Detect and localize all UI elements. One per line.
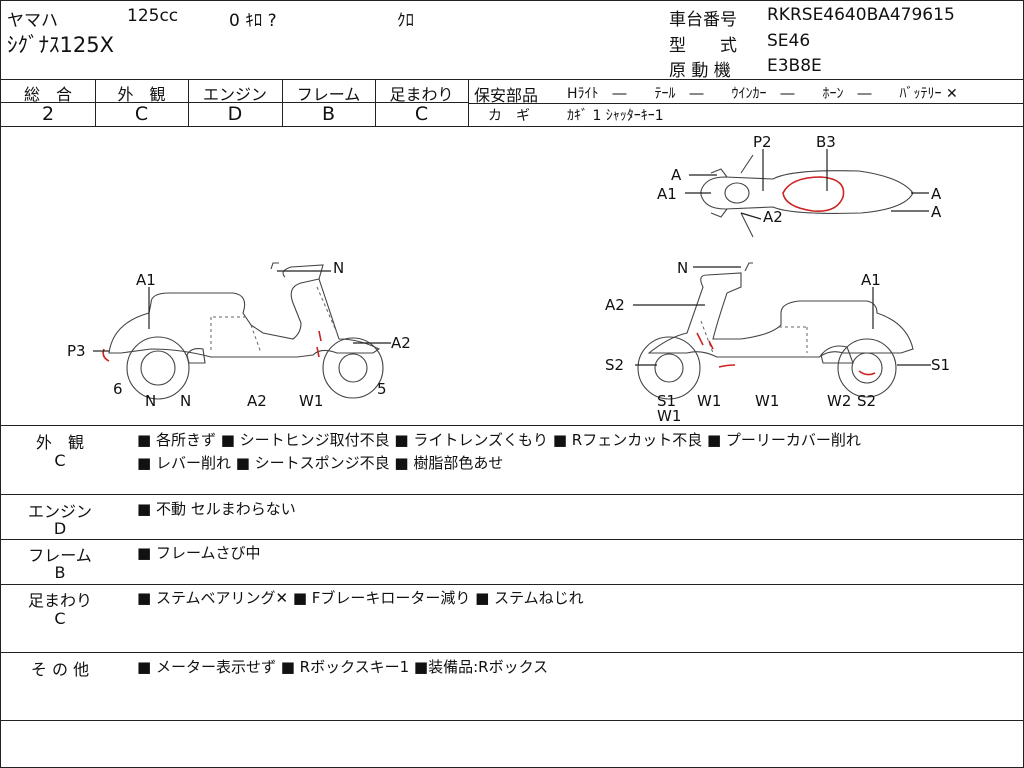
section-engine-note: ■ 不動 セルまわらない	[137, 500, 296, 518]
label-leaders	[93, 149, 931, 366]
diagram-label: W1	[697, 392, 722, 410]
grade-exterior-label: 外 観	[117, 85, 166, 104]
diagram-label: A1	[657, 185, 677, 203]
section-engine-label: エンジン	[27, 502, 92, 521]
section-divider	[1, 720, 1023, 721]
section-exterior-note: ■ 各所きず ■ シートヒンジ取付不良 ■ ライトレンズくもり ■ Rフェンカッ…	[137, 431, 861, 449]
diagram-label: A	[931, 185, 942, 203]
safety-items: Hﾗｲﾄ ― ﾃｰﾙ ― ｳｲﾝｶｰ ― ﾎｰﾝ ― ﾊﾞｯﾃﾘｰ ✕	[567, 86, 958, 102]
damage-diagram	[93, 149, 931, 400]
diagram-label: 5	[377, 380, 387, 398]
grade-divider	[375, 80, 376, 126]
section-other-note: ■ メーター表示せず ■ Rボックスキー1 ■装備品:Rボックス	[137, 658, 549, 676]
diagram-label: A2	[763, 208, 783, 226]
mileage: 0 ｷﾛ ?	[229, 11, 277, 31]
grade-divider	[282, 80, 283, 126]
diagram-label: S2	[605, 356, 625, 374]
engine-label: 原 動 機	[669, 61, 731, 81]
header: ヤマハ 125cc 0 ｷﾛ ? ｸﾛ ｼｸﾞﾅｽ125X 車台番号 RKRSE…	[1, 1, 1023, 81]
grade-overall-value: 2	[41, 103, 55, 125]
model-name: ｼｸﾞﾅｽ125X	[7, 33, 114, 57]
type-label: 型 式	[669, 36, 737, 56]
diagram-label: B3	[816, 133, 836, 151]
diagram-label: N	[333, 259, 345, 277]
grade-exterior-value: C	[134, 103, 149, 125]
safety-label: 保安部品	[474, 86, 539, 105]
diagram-label: A2	[391, 334, 411, 352]
diagram-label: N	[145, 392, 157, 410]
diagram-label-layer: A1 P3 6 N N A2 W1 5 A2 N N A2 A1 S2 S1 W…	[1, 127, 1023, 425]
section-divider	[1, 494, 1023, 495]
diagram-label: S1	[657, 392, 677, 410]
grade-engine-value: D	[227, 103, 243, 125]
grade-suspension-value: C	[414, 103, 429, 125]
safety-mid-line	[468, 103, 1023, 104]
maker: ヤマハ	[7, 11, 58, 31]
section-divider	[1, 539, 1023, 540]
diagram-label: A	[931, 203, 942, 221]
section-engine-grade: D	[53, 519, 67, 538]
section-divider	[1, 584, 1023, 585]
notes-top-line	[1, 425, 1023, 426]
key-value: ｶｷﾞ 1 ｼｬｯﾀｰｷｰ1	[567, 108, 664, 124]
diagram-label: W1	[299, 392, 324, 410]
diagram-label: W1	[657, 407, 682, 425]
grade-overall-label: 総 合	[23, 85, 72, 104]
diagram-label: A1	[861, 271, 881, 289]
section-exterior-label: 外 観	[35, 433, 84, 452]
scooter-left-view	[102, 262, 384, 400]
grade-row	[1, 80, 1023, 127]
frame-no-label: 車台番号	[669, 10, 737, 30]
grade-frame-label: フレーム	[296, 85, 361, 104]
color: ｸﾛ	[397, 11, 414, 31]
diagram-label: S1	[931, 356, 951, 374]
section-suspension-note: ■ ステムベアリング✕ ■ Fブレーキローター減り ■ ステムねじれ	[137, 589, 584, 607]
grade-frame-value: B	[321, 103, 336, 125]
grade-suspension-label: 足まわり	[389, 85, 454, 104]
displacement: 125cc	[127, 6, 179, 26]
section-other-label: そ の 他	[30, 660, 90, 679]
section-frame-label: フレーム	[28, 546, 92, 565]
diagram-label: N	[180, 392, 192, 410]
section-exterior-grade: C	[54, 451, 66, 470]
grade-divider	[188, 80, 189, 126]
section-suspension-grade: C	[54, 609, 66, 628]
diagram-label: S2	[857, 392, 877, 410]
diagram-label: A2	[247, 392, 267, 410]
section-suspension-label: 足まわり	[27, 591, 92, 610]
engine-value: E3B8E	[767, 56, 822, 76]
diagram-label: A1	[136, 271, 156, 289]
diagram-label: W1	[755, 392, 780, 410]
section-divider	[1, 652, 1023, 653]
grade-mid-line	[1, 102, 468, 103]
type-value: SE46	[767, 31, 811, 51]
scooter-right-view	[637, 262, 914, 400]
diagram-label: A2	[605, 296, 625, 314]
diagram-label: 6	[113, 380, 123, 398]
key-label: カ ギ	[488, 108, 530, 124]
diagram-label: A	[671, 166, 682, 184]
diagram-label: N	[677, 259, 689, 277]
section-frame-note: ■ フレームさび中	[137, 544, 261, 562]
diagram-label: P3	[67, 342, 86, 360]
diagram-label: W2	[827, 392, 852, 410]
grade-divider	[95, 80, 96, 126]
frame-no: RKRSE4640BA479615	[767, 5, 955, 25]
grade-engine-label: エンジン	[202, 85, 267, 104]
section-frame-grade: B	[54, 563, 66, 582]
section-exterior-note: ■ レバー削れ ■ シートスポンジ不良 ■ 樹脂部色あせ	[137, 454, 504, 472]
diagram-label: P2	[753, 133, 772, 151]
